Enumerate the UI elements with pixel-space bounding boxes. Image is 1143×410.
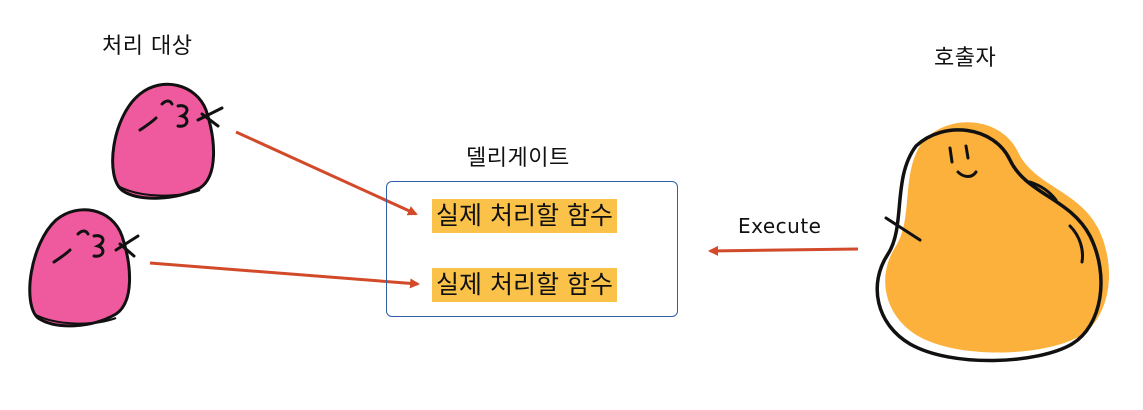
delegate-function-item: 실제 처리할 함수 <box>432 268 617 302</box>
delegate-label: 델리게이트 <box>466 146 570 171</box>
arrow-caller-to-delegate <box>708 245 859 256</box>
pink-character-bottom <box>28 208 140 328</box>
orange-character <box>875 122 1110 363</box>
delegate-function-item: 실제 처리할 함수 <box>432 199 617 233</box>
delegate-box <box>386 181 678 317</box>
execute-label: Execute <box>738 214 822 238</box>
caller-label: 호출자 <box>934 46 997 71</box>
pink-character-top <box>111 82 224 200</box>
target-label: 처리 대상 <box>102 34 193 59</box>
arrow-target-bottom-to-delegate <box>149 261 420 289</box>
